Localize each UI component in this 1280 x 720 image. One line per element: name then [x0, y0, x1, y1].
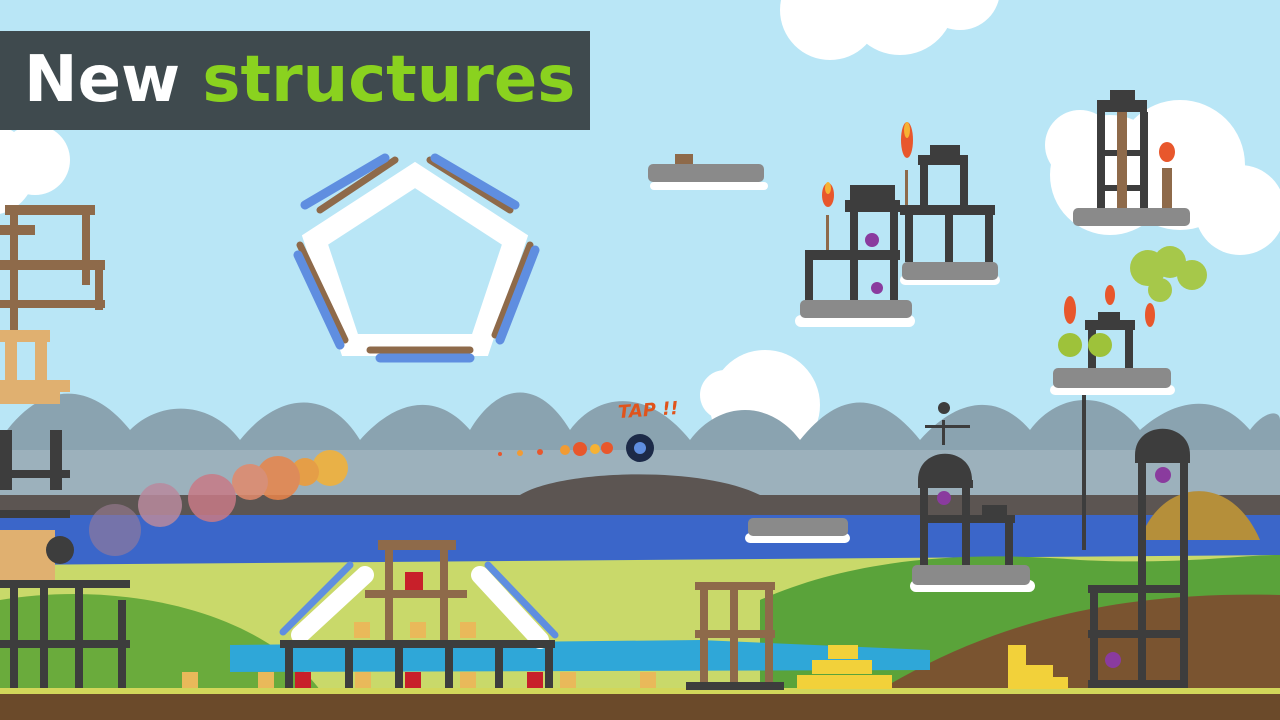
wood-tower-bottom — [686, 582, 784, 690]
pentagon-structure — [293, 153, 540, 363]
tap-hint: TAP !! — [617, 397, 680, 424]
spring-structure-bottom — [182, 540, 656, 688]
banner-title: New structures — [0, 31, 575, 130]
sand-hill — [1140, 491, 1260, 540]
platform-right-mid — [1050, 246, 1207, 550]
grass-line — [0, 688, 1280, 694]
floating-platform-2 — [745, 518, 850, 543]
smoke-trail — [89, 450, 348, 556]
torch-1 — [822, 182, 834, 250]
enemy-tall-tower — [1155, 467, 1171, 483]
floating-platform-1 — [648, 154, 768, 190]
title-banner: New structures — [0, 31, 590, 130]
cannon-icon — [46, 536, 74, 564]
ground — [0, 694, 1280, 720]
far-shore — [0, 474, 1280, 515]
banner-word-structures: structures — [202, 43, 576, 117]
banner-word-new: New — [24, 43, 181, 117]
tower-top-right — [1073, 90, 1190, 226]
dome-tower-center — [910, 402, 1035, 592]
enemy-tower-base — [1105, 652, 1121, 668]
yellow-blocks — [797, 645, 1068, 689]
torch-2 — [901, 122, 913, 205]
projectile — [498, 434, 654, 462]
iron-castle — [795, 122, 1000, 327]
left-tower — [0, 205, 130, 688]
tall-tower-right — [1088, 428, 1190, 688]
